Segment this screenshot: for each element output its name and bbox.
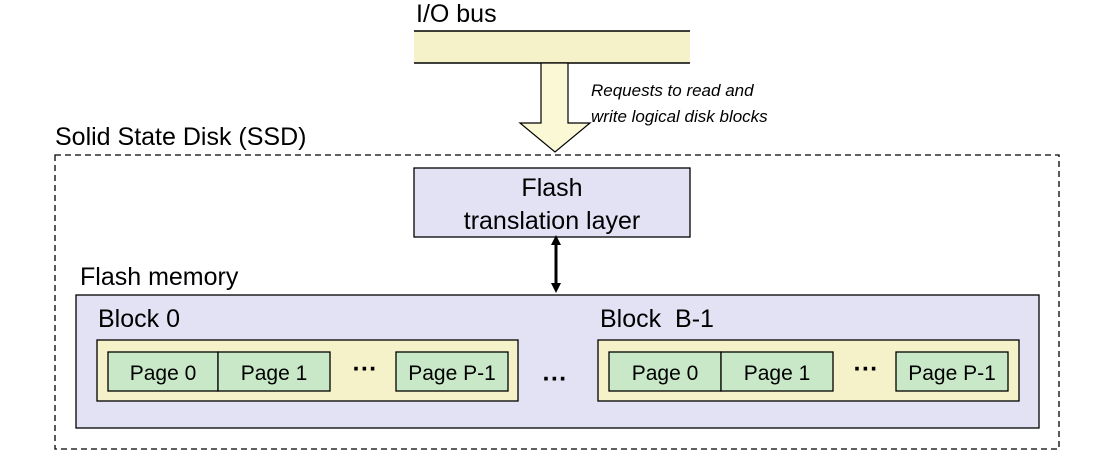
io-bus	[414, 31, 690, 63]
request-note-line2: write logical disk blocks	[591, 107, 768, 126]
io-bus-label: I/O bus	[416, 0, 497, 28]
block-0-title: Block 0	[98, 305, 180, 333]
block-0-page-0-label: Page 0	[130, 362, 197, 385]
ftl-label-line2: translation layer	[464, 207, 640, 235]
block-last-page-last-label: Page P-1	[908, 362, 996, 385]
block-0-page-1-label: Page 1	[241, 362, 308, 385]
ssd-label: Solid State Disk (SSD)	[55, 123, 306, 151]
block-0-page-last	[395, 351, 509, 392]
block-last-page-0-label: Page 0	[632, 362, 699, 385]
block-0-page-last-label: Page P-1	[408, 362, 496, 385]
block-last-title: Block B-1	[600, 305, 714, 333]
block-last-page-last	[895, 351, 1009, 392]
block-0-page-1	[217, 351, 331, 392]
ftl-box	[413, 167, 691, 238]
between-blocks-ellipsis: ···	[543, 365, 568, 393]
block-last-page-1-label: Page 1	[744, 362, 811, 385]
request-arrow	[518, 62, 592, 153]
block-last-ellipsis: ···	[854, 355, 879, 383]
flash-memory-label: Flash memory	[80, 263, 239, 291]
block-0-ellipsis: ···	[353, 355, 378, 383]
request-note-line1: Requests to read and	[591, 81, 754, 100]
ftl-label-line1: Flash	[521, 174, 582, 202]
block-last-page-1	[720, 351, 834, 392]
ssd-boundary	[54, 154, 1060, 450]
block-0-page-0	[107, 351, 219, 392]
